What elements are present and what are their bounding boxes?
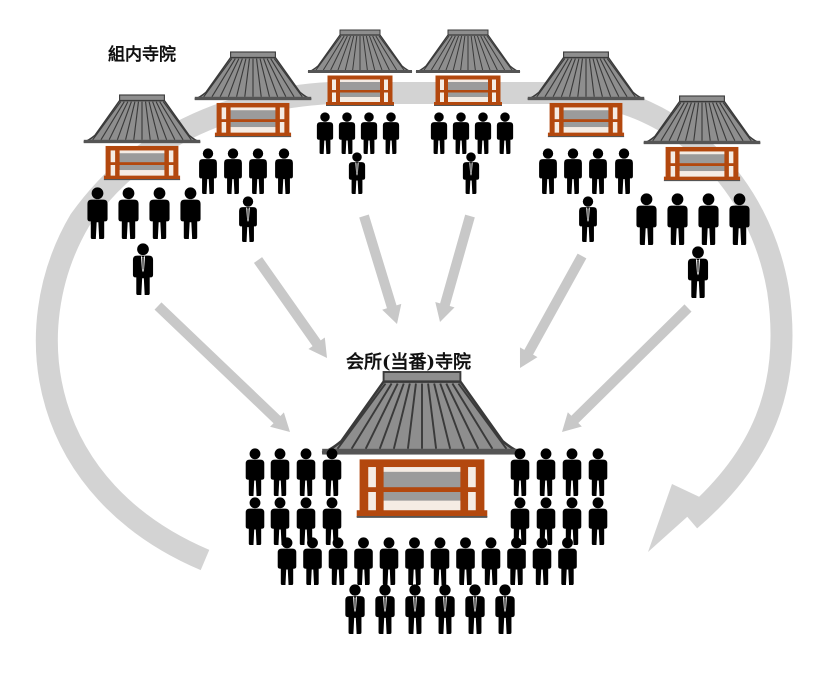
temple-2-attendee-1 [199, 148, 217, 194]
temple-1-attendee-3 [149, 187, 170, 239]
arrow-2 [253, 257, 327, 358]
host-attendee-21 [379, 537, 399, 585]
host-attendee-2 [270, 448, 290, 496]
host-priest-5 [465, 584, 485, 634]
host-attendee-20 [354, 537, 373, 585]
host-attendee-23 [430, 537, 450, 585]
host-priest-2 [375, 584, 395, 634]
host-priest-1 [345, 584, 365, 634]
temple-4-attendee-1 [430, 112, 448, 154]
host-attendee-22 [405, 537, 424, 585]
temple-6-attendee-2 [667, 193, 688, 245]
cycle-arrowhead [648, 484, 706, 552]
group-temple-6 [643, 95, 761, 182]
host-attendee-14 [536, 497, 556, 545]
temple-2-priest [239, 196, 257, 242]
host-attendee-7 [562, 448, 582, 496]
temple-2-attendee-3 [249, 148, 267, 194]
arrow-6 [562, 304, 692, 432]
temple-6-priest [687, 246, 709, 298]
host-attendee-25 [481, 537, 501, 585]
host-temple [321, 371, 523, 518]
host-attendee-24 [456, 537, 475, 585]
host-priest-4 [435, 584, 455, 634]
temple-3-attendee-1 [316, 112, 334, 154]
host-attendee-3 [296, 448, 316, 496]
temple-3-attendee-2 [338, 112, 356, 154]
host-attendee-16 [588, 497, 608, 545]
temple-2-attendee-2 [224, 148, 242, 194]
attendance-arrows [154, 214, 692, 432]
temple-6-attendee-3 [698, 193, 719, 245]
temples [83, 29, 761, 518]
temple-6-attendee-1 [636, 193, 657, 245]
temple-5-attendee-1 [539, 148, 557, 194]
group-temple-4 [415, 29, 521, 106]
temple-4-priest [462, 152, 480, 194]
host-priest-6 [495, 584, 515, 634]
temple-4-attendee-2 [452, 112, 470, 154]
host-attendee-8 [588, 448, 608, 496]
host-priest-3 [405, 584, 425, 634]
temple-5-attendee-2 [564, 148, 582, 194]
temple-2-attendee-4 [275, 148, 293, 194]
temple-1-priest [132, 243, 154, 295]
temple-5-attendee-4 [615, 148, 633, 194]
temple-3-attendee-4 [382, 112, 400, 154]
group-temples-label: 組内寺院 [108, 45, 176, 65]
host-attendee-1 [245, 448, 265, 496]
host-attendee-19 [328, 537, 348, 585]
group-temple-1 [83, 94, 201, 181]
host-attendee-5 [510, 448, 530, 496]
group-temple-5 [527, 51, 645, 138]
temple-5-priest [579, 196, 597, 242]
temple-1-attendee-2 [118, 187, 139, 239]
temple-3-priest [348, 152, 366, 194]
arrow-3 [359, 214, 402, 324]
host-temple-label: 会所(当番)寺院 [346, 352, 472, 373]
group-temple-2 [194, 51, 312, 138]
temple-4-attendee-3 [474, 112, 492, 154]
host-attendee-13 [510, 497, 530, 545]
cycle-arc [35, 82, 793, 571]
temple-1-attendee-4 [180, 187, 201, 239]
arrow-1 [154, 302, 290, 432]
arrow-4 [435, 214, 475, 322]
temple-5-attendee-3 [589, 148, 607, 194]
group-temple-3 [307, 29, 413, 106]
host-attendee-4 [322, 448, 342, 496]
host-attendee-17 [277, 537, 297, 585]
arrow-5 [519, 253, 587, 368]
temple-4-attendee-4 [496, 112, 514, 154]
host-attendee-9 [245, 497, 265, 545]
host-attendee-6 [536, 448, 556, 496]
rotation-cycle-arrow [35, 82, 793, 571]
temple-3-attendee-3 [360, 112, 378, 154]
host-attendee-18 [303, 537, 322, 585]
